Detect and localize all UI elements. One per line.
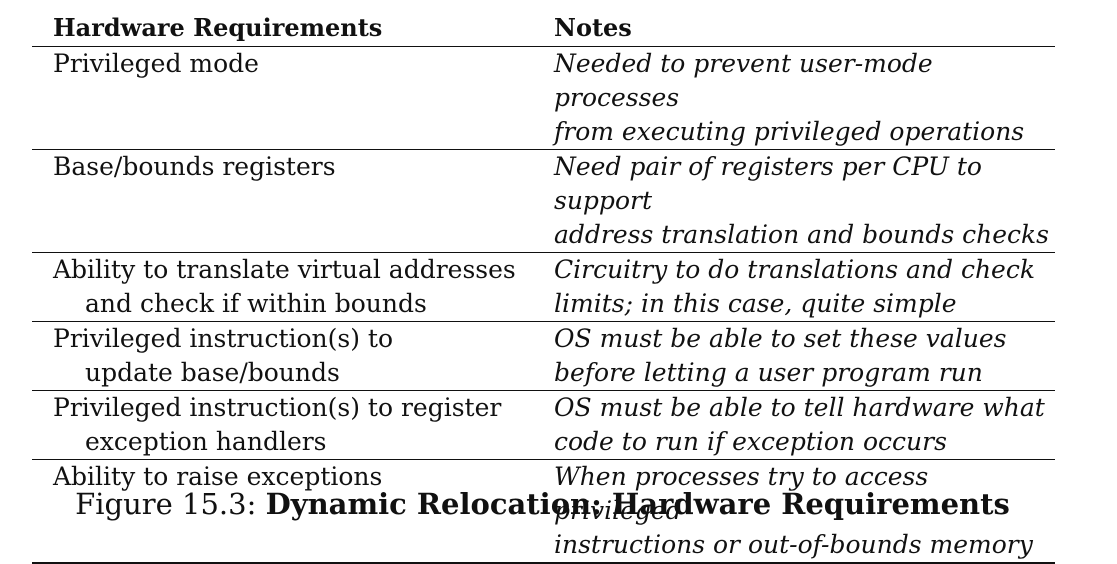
note-line-2: address translation and bounds checks [554, 220, 1050, 249]
table-row: Ability to translate virtual addresses a… [32, 252, 1055, 322]
requirement-line-2: update base/bounds [85, 358, 340, 387]
note-line-1: OS must be able to set these values [554, 324, 1007, 353]
note-cell: Circuitry to do translations and check l… [552, 252, 1055, 322]
note-line-1: Circuitry to do translations and check [554, 255, 1035, 284]
requirement-cell: Ability to translate virtual addresses a… [32, 252, 552, 322]
note-line-2: code to run if exception occurs [554, 427, 947, 456]
note-cell: OS must be able to tell hardware what co… [552, 390, 1055, 460]
requirement-cell: Privileged instruction(s) to update base… [32, 321, 552, 391]
requirement-line-1: Privileged instruction(s) to [53, 324, 394, 353]
header-notes: Notes [552, 10, 1055, 47]
note-line-2: before letting a user program run [554, 358, 983, 387]
requirement-cell: Privileged instruction(s) to register ex… [32, 390, 552, 460]
note-cell: Need pair of registers per CPU to suppor… [552, 149, 1055, 253]
table-row: Privileged instruction(s) to register ex… [32, 390, 1055, 460]
requirement-cell: Base/bounds registers [32, 149, 552, 253]
requirement-line-1: Privileged mode [53, 49, 259, 78]
table-row: Privileged instruction(s) to update base… [32, 321, 1055, 391]
note-line-1: Need pair of registers per CPU to suppor… [554, 152, 982, 215]
figure-caption-title: Dynamic Relocation: Hardware Requirement… [265, 487, 1010, 521]
figure-caption: Figure 15.3: Dynamic Relocation: Hardwar… [0, 484, 1085, 524]
header-hardware-requirements: Hardware Requirements [32, 10, 552, 47]
table-header-row: Hardware Requirements Notes [32, 10, 1055, 47]
note-line-1: Needed to prevent user-mode processes [554, 49, 933, 112]
requirement-line-1: Ability to translate virtual addresses [53, 255, 516, 284]
requirement-line-1: Privileged instruction(s) to register [53, 393, 502, 422]
note-line-1: When processes try to access privileged [554, 462, 929, 525]
requirement-line-1: Ability to raise exceptions [53, 462, 383, 491]
figure-caption-label: Figure 15.3: [75, 487, 266, 521]
requirement-line-2: and check if within bounds [85, 289, 427, 318]
note-line-2: limits; in this case, quite simple [554, 289, 957, 318]
table-row: Privileged mode Needed to prevent user-m… [32, 46, 1055, 150]
requirement-line-2: exception handlers [85, 427, 327, 456]
requirement-line-1: Base/bounds registers [53, 152, 336, 181]
hardware-requirements-table: Hardware Requirements Notes Privileged m… [32, 10, 1055, 564]
note-cell: Needed to prevent user-mode processes fr… [552, 46, 1055, 150]
note-line-2: instructions or out-of-bounds memory [554, 530, 1033, 559]
hardware-requirements-table-container: Hardware Requirements Notes Privileged m… [32, 10, 1055, 564]
requirement-cell: Privileged mode [32, 46, 552, 150]
note-line-2: from executing privileged operations [554, 117, 1025, 146]
table-row: Base/bounds registers Need pair of regis… [32, 149, 1055, 253]
note-cell: OS must be able to set these values befo… [552, 321, 1055, 391]
note-line-1: OS must be able to tell hardware what [554, 393, 1045, 422]
